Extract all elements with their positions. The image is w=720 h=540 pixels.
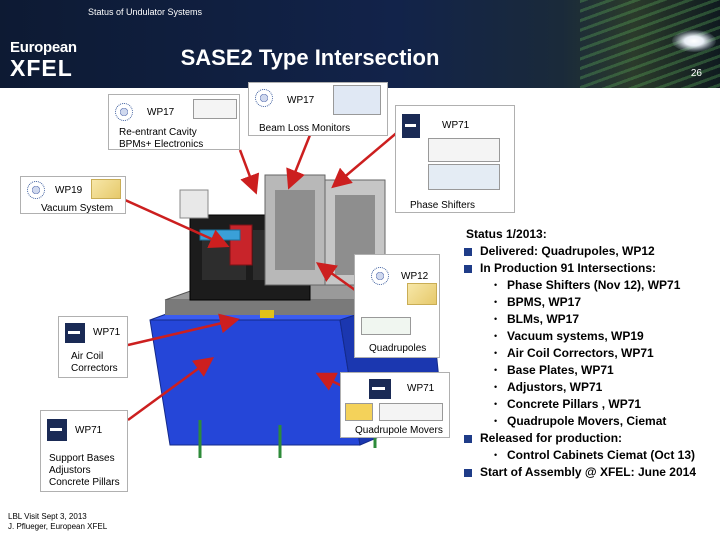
partner-logo-icon [333,85,381,115]
status-subitem: Vacuum systems, WP19 [460,328,715,345]
callout-support-text-3: Concrete Pillars [49,477,120,488]
callout-quad: WP12 Quadrupoles [354,254,440,358]
partner-logo-icon [193,99,237,119]
callout-movers-text: Quadrupole Movers [355,425,443,436]
partner-logo-icon [407,283,437,305]
wp-logo-icon [371,267,389,285]
callout-bpm: WP17 Re-entrant Cavity BPMs+ Electronics [108,94,240,150]
logo-line2: XFEL [10,55,73,81]
callout-bpm-text-1: Re-entrant Cavity [119,127,197,138]
callout-aircoil: WP71 Air Coil Correctors [58,316,128,378]
wp-logo-icon [27,181,45,199]
callout-quad-wp: WP12 [401,271,429,282]
status-heading: Status 1/2013: [466,227,547,241]
status-subitem: Quadrupole Movers, Ciemat [460,413,715,430]
slide-title: SASE2 Type Intersection [180,45,440,70]
callout-support-wp: WP71 [75,425,103,436]
xfel-partner-logo-icon [402,114,420,138]
partner-logo-icon [379,403,443,421]
status-subitem: Phase Shifters (Nov 12), WP71 [460,277,715,294]
callout-blm: WP17 Beam Loss Monitors [248,82,388,136]
callout-vacuum-text: Vacuum System [41,203,114,214]
callout-bpm-text-2: BPMs+ Electronics [119,139,204,150]
callout-phase-wp: WP71 [442,120,470,131]
xfel-partner-logo-icon [369,379,391,399]
status-list: Status 1/2013: Delivered: Quadrupoles, W… [460,226,715,481]
callout-movers-wp: WP71 [407,383,435,394]
status-subitem: BLMs, WP17 [460,311,715,328]
callout-phase-text: Phase Shifters [410,200,476,211]
european-xfel-logo: European XFEL [10,39,82,81]
partner-logo-icon [361,317,411,335]
status-subitem: Control Cabinets Ciemat (Oct 13) [460,447,715,464]
callout-vacuum-wp: WP19 [55,185,83,196]
wp-logo-icon [255,89,273,107]
callout-support-text-1: Support Bases [49,453,115,464]
header-flare [672,30,716,52]
status-subitem: Concrete Pillars , WP71 [460,396,715,413]
callout-aircoil-wp: WP71 [93,327,121,338]
status-item: Delivered: Quadrupoles, WP12 [460,243,715,260]
partner-logo-icon [428,138,500,162]
status-item: In Production 91 Intersections: [460,260,715,277]
status-item: Start of Assembly @ XFEL: June 2014 [460,464,715,481]
callout-aircoil-text-2: Correctors [71,363,118,374]
status-subitem: BPMS, WP17 [460,294,715,311]
footer-line2: J. Pflueger, European XFEL [8,522,108,531]
section-title: Status of Undulator Systems [88,7,203,17]
partner-logo-icon [428,164,500,190]
callout-support-text-2: Adjustors [49,465,91,476]
footer-line1: LBL Visit Sept 3, 2013 [8,512,87,521]
callout-aircoil-text-1: Air Coil [71,351,104,362]
slide-number: 26 [690,68,702,79]
callout-support: WP71 Support Bases Adjustors Concrete Pi… [40,410,128,492]
status-subitem: Adjustors, WP71 [460,379,715,396]
callout-blm-text: Beam Loss Monitors [259,123,351,134]
callout-vacuum: WP19 Vacuum System [20,176,126,214]
slide-header: Status of Undulator Systems European XFE… [0,0,720,88]
logo-line1: European [10,39,77,56]
xfel-partner-logo-icon [47,419,67,441]
partner-logo-icon [345,403,373,421]
callout-quad-text: Quadrupoles [369,343,427,354]
partner-logo-icon [91,179,121,199]
wp-logo-icon [115,103,133,121]
xfel-partner-logo-icon [65,323,85,343]
callout-movers: WP71 Quadrupole Movers [340,372,450,438]
status-subitem: Air Coil Correctors, WP71 [460,345,715,362]
callout-blm-wp: WP17 [287,95,315,106]
callout-bpm-wp: WP17 [147,107,175,118]
callout-phase: WP71 Phase Shifters [395,105,515,213]
status-item: Released for production: [460,430,715,447]
status-subitem: Base Plates, WP71 [460,362,715,379]
slide-footer: LBL Visit Sept 3, 2013 J. Pflueger, Euro… [8,512,107,532]
